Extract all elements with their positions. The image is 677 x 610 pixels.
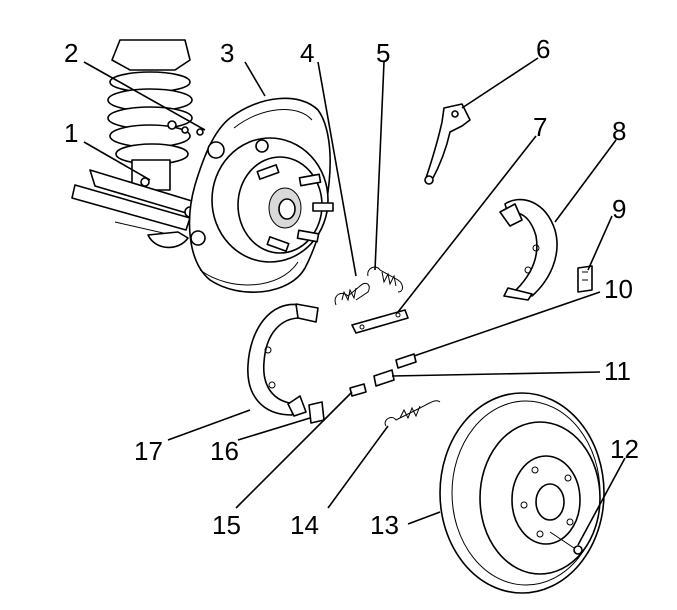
callout-6: 6 (536, 34, 550, 64)
callout-5: 5 (376, 38, 390, 68)
part-7-strut (351, 309, 409, 334)
part-9-clip (577, 265, 593, 293)
callout-1: 1 (64, 118, 78, 148)
part-6-lever (424, 103, 471, 185)
callout-2: 2 (64, 38, 78, 68)
callout-10: 10 (604, 274, 633, 304)
callout-13: 13 (370, 510, 399, 540)
callout-8: 8 (612, 116, 626, 146)
part-8-brake-shoe (499, 198, 558, 301)
wheel-studs (256, 164, 334, 252)
part-14-spring (384, 400, 441, 427)
parts-4-5-springs (334, 266, 403, 306)
callout-16: 16 (210, 436, 239, 466)
callout-4: 4 (300, 38, 314, 68)
callout-17: 17 (134, 436, 163, 466)
callout-9: 9 (612, 194, 626, 224)
part-16-retainer (308, 401, 325, 424)
suspension-assembly (71, 39, 211, 249)
callout-12: 12 (610, 434, 639, 464)
part-13-rotor (439, 392, 605, 594)
callout-labels: 1 2 3 4 5 6 7 8 9 10 11 12 13 14 15 16 1… (64, 34, 639, 540)
callout-7: 7 (533, 112, 547, 142)
part-17-brake-shoe (247, 303, 319, 417)
callout-15: 15 (212, 510, 241, 540)
callout-11: 11 (604, 356, 631, 386)
part-12-screw (549, 531, 583, 555)
callout-3: 3 (220, 38, 234, 68)
leader-lines (83, 57, 626, 546)
callout-14: 14 (290, 510, 319, 540)
backing-plate-hub (188, 97, 334, 293)
